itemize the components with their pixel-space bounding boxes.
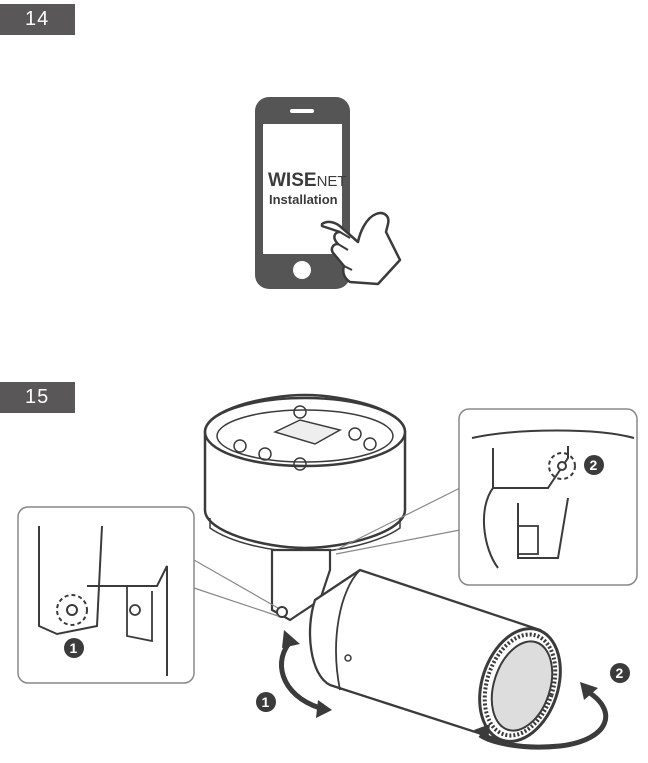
right-marker: 2: [590, 457, 598, 473]
tilt-screw: [276, 606, 288, 618]
hand-icon: [320, 211, 402, 286]
step-15-badge: 15: [0, 382, 75, 413]
camera-body: [308, 568, 562, 743]
camera-illustration: 1 2: [193, 393, 630, 750]
tilt-arrow-head-top: [282, 630, 300, 648]
rotate-tilt-marker-circle: [256, 692, 276, 712]
left-marker: 1: [70, 640, 78, 656]
mount-base: [203, 393, 407, 553]
tilt-arrow-head-bottom: [316, 700, 332, 718]
left-marker-circle: [64, 638, 84, 658]
rotate-tilt-marker: 1: [262, 694, 270, 710]
phone-speaker: [290, 109, 314, 113]
right-detail-callout: 2: [458, 408, 638, 586]
lens-arrow-head-top: [580, 682, 598, 700]
left-detail-callout: 1: [17, 506, 195, 684]
phone-home-button: [293, 261, 311, 279]
phone-screen: [263, 124, 342, 254]
lens-arrow-head: [474, 724, 490, 742]
step-14-badge: 14: [0, 4, 75, 35]
phone-illustration: WISENET Installation: [255, 97, 402, 289]
rotate-lens-marker: 2: [616, 665, 624, 681]
wisenet-logo: WISENET: [268, 170, 347, 191]
right-marker-circle: [584, 455, 604, 475]
lens-screw-highlight: [548, 452, 576, 480]
lens-glass: [490, 640, 554, 732]
lens-rotate-arrow: [478, 687, 609, 750]
rotate-lens-marker-circle: [610, 663, 630, 683]
installation-label: Installation: [269, 192, 338, 207]
tilt-screw-highlight: [56, 594, 88, 626]
